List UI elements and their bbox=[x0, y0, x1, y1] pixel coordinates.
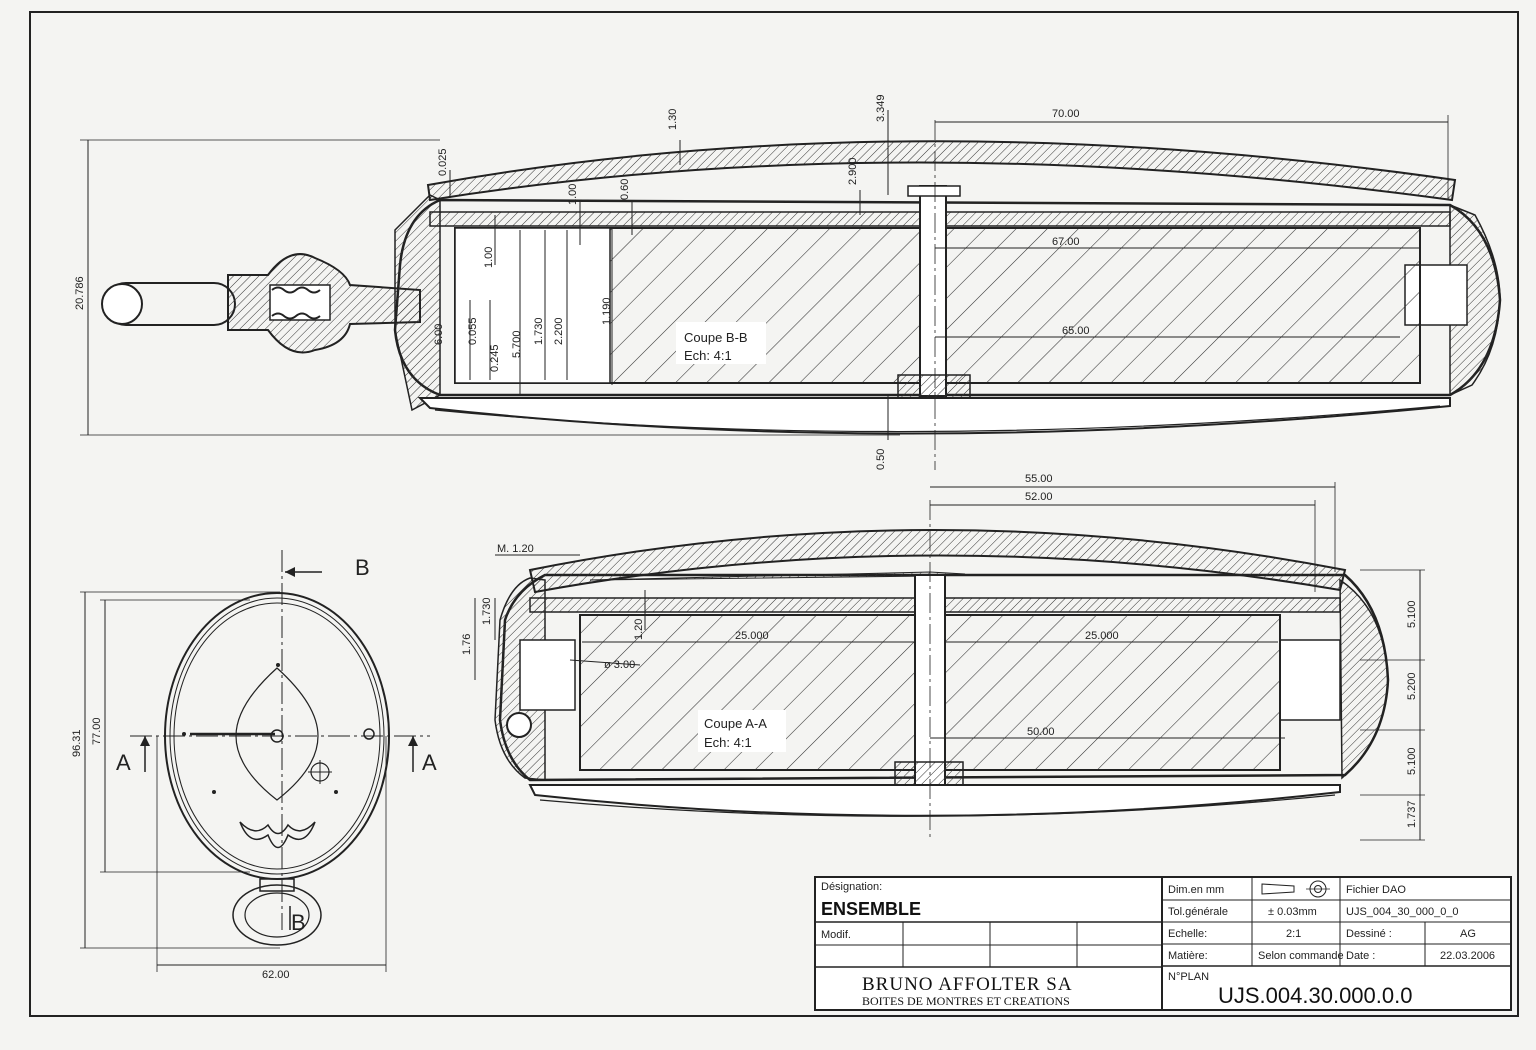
dim-a-52: 52.00 bbox=[1025, 491, 1053, 503]
crystal-a bbox=[528, 529, 1347, 594]
section-a-scale: Ech: 4:1 bbox=[704, 735, 752, 750]
dim-top-600: 6.00 bbox=[433, 324, 445, 345]
dim-top-0025: 0.025 bbox=[437, 148, 449, 176]
section-b-scale: Ech: 4:1 bbox=[684, 348, 732, 363]
dim-top-67: 67.00 bbox=[1052, 236, 1080, 248]
dim-a-dia3: ø 3.00 bbox=[604, 659, 635, 671]
file-name: UJS_004_30_000_0_0 bbox=[1346, 906, 1459, 918]
dim-a-1737: 1.737 bbox=[1406, 800, 1418, 828]
section-view-b-b: 70.00 67.00 65.00 3.349 2.900 1.30 0.025… bbox=[74, 94, 1502, 470]
section-marker-b-top: B bbox=[355, 555, 370, 580]
dim-a-55: 55.00 bbox=[1025, 473, 1053, 485]
dim-top-2900: 2.900 bbox=[847, 157, 859, 185]
front-view: B B A A 96.31 77.00 62.00 bbox=[71, 550, 437, 981]
dim-unit-label: Dim.en mm bbox=[1168, 884, 1224, 896]
dim-a-120: 1.20 bbox=[633, 619, 645, 640]
tolerance-value: ± 0.03mm bbox=[1268, 906, 1317, 918]
dim-top-130: 1.30 bbox=[667, 109, 679, 130]
section-marker-a-right: A bbox=[422, 750, 437, 775]
echelle-value: 2:1 bbox=[1286, 928, 1301, 940]
dim-top-3349: 3.349 bbox=[875, 94, 887, 122]
dim-a-m120: M. 1.20 bbox=[497, 543, 534, 555]
dim-a-5200: 5.200 bbox=[1406, 672, 1418, 700]
matiere-label: Matière: bbox=[1168, 950, 1208, 962]
crystal bbox=[426, 140, 1457, 202]
dim-a-1730: 1.730 bbox=[481, 597, 493, 625]
date-label: Date : bbox=[1346, 950, 1375, 962]
section-marker-b-bottom: B bbox=[291, 910, 306, 935]
tolerance-label: Tol.générale bbox=[1168, 906, 1228, 918]
dim-top-100a: 1.00 bbox=[567, 184, 579, 205]
company-name: BRUNO AFFOLTER SA bbox=[862, 974, 1073, 995]
section-view-a-a: 55.00 52.00 M. 1.20 1.730 1.76 1.20 25.0… bbox=[461, 473, 1425, 841]
dim-top-050: 0.50 bbox=[875, 449, 887, 470]
dim-a-5100b: 5.100 bbox=[1406, 747, 1418, 775]
section-a-title: Coupe A-A bbox=[704, 716, 767, 731]
section-b-title: Coupe B-B bbox=[684, 330, 748, 345]
designation-label: Désignation: bbox=[821, 881, 882, 893]
matiere-value: Selon commande bbox=[1258, 950, 1344, 962]
designation-value: ENSEMBLE bbox=[821, 899, 921, 919]
dim-top-1190: 1.190 bbox=[601, 297, 613, 325]
dessine-value: AG bbox=[1460, 928, 1476, 940]
dim-front-77: 77.00 bbox=[91, 717, 103, 745]
dim-top-20786: 20.786 bbox=[74, 276, 86, 310]
dim-top-0245: 0.245 bbox=[489, 344, 501, 372]
fichier-label: Fichier DAO bbox=[1346, 884, 1406, 896]
dim-top-0055: 0.055 bbox=[467, 317, 479, 345]
dim-top-70: 70.00 bbox=[1052, 108, 1080, 120]
dim-a-25-right: 25.000 bbox=[1085, 630, 1119, 642]
title-block: Désignation: ENSEMBLE Modif. BRUNO AFFOL… bbox=[814, 876, 1512, 1011]
dim-top-1730: 1.730 bbox=[533, 317, 545, 345]
company-subtitle: BOITES DE MONTRES ET CREATIONS bbox=[862, 994, 1070, 1008]
crown-end bbox=[101, 283, 143, 325]
echelle-label: Echelle: bbox=[1168, 928, 1207, 940]
dim-top-5700: 5.700 bbox=[511, 330, 523, 358]
dim-a-176: 1.76 bbox=[461, 634, 473, 655]
projection-symbol-cone bbox=[1261, 883, 1295, 895]
drawing-border bbox=[29, 11, 1519, 1017]
dim-a-50: 50.00 bbox=[1027, 726, 1055, 738]
dim-a-5100a: 5.100 bbox=[1406, 600, 1418, 628]
modif-label: Modif. bbox=[821, 929, 851, 941]
plan-label: N°PLAN bbox=[1168, 971, 1209, 983]
dim-front-62: 62.00 bbox=[262, 969, 290, 981]
date-value: 22.03.2006 bbox=[1440, 950, 1495, 962]
crown-front bbox=[232, 884, 322, 946]
section-marker-a-left: A bbox=[116, 750, 131, 775]
dim-top-2200: 2.200 bbox=[553, 317, 565, 345]
dim-front-9631: 96.31 bbox=[71, 729, 83, 757]
dim-a-25-left: 25.000 bbox=[735, 630, 769, 642]
plan-number: UJS.004.30.000.0.0 bbox=[1218, 983, 1412, 1008]
dim-top-100b: 1.00 bbox=[483, 247, 495, 268]
dim-top-65: 65.00 bbox=[1062, 325, 1090, 337]
dim-top-060: 0.60 bbox=[619, 179, 631, 200]
dessine-label: Dessiné : bbox=[1346, 928, 1392, 940]
